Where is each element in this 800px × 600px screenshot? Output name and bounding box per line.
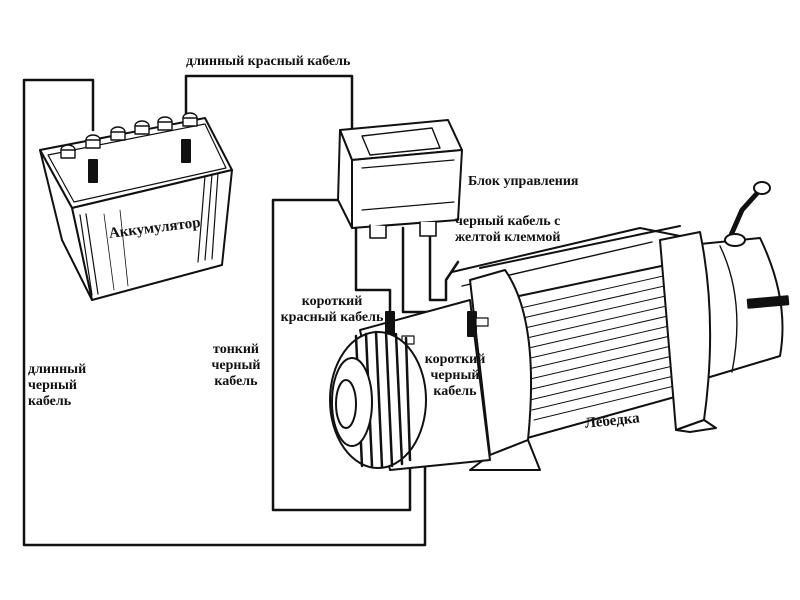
black-cable-yellow-clamp	[428, 226, 460, 302]
label-long-black-cable: длинный черный кабель	[28, 362, 87, 409]
label-thin-black-cable: тонкий черный кабель	[211, 342, 261, 389]
label-long-red-cable: длинный красный кабель	[186, 54, 351, 69]
battery-icon	[39, 112, 233, 301]
control-unit-icon	[337, 119, 463, 239]
label-control-unit: Блок управления	[468, 174, 579, 189]
thin-black-cable	[271, 198, 412, 512]
winch-icon	[329, 181, 790, 471]
label-short-red-cable: короткий красный кабель	[280, 294, 384, 325]
label-black-cable-yellow-clamp: черный кабель с желтой клеммой	[455, 214, 561, 245]
label-short-black-cable: короткий черный кабель	[424, 352, 486, 399]
short-red-cable	[354, 226, 392, 322]
long-black-cable	[22, 78, 427, 547]
long-red-cable	[184, 74, 354, 132]
